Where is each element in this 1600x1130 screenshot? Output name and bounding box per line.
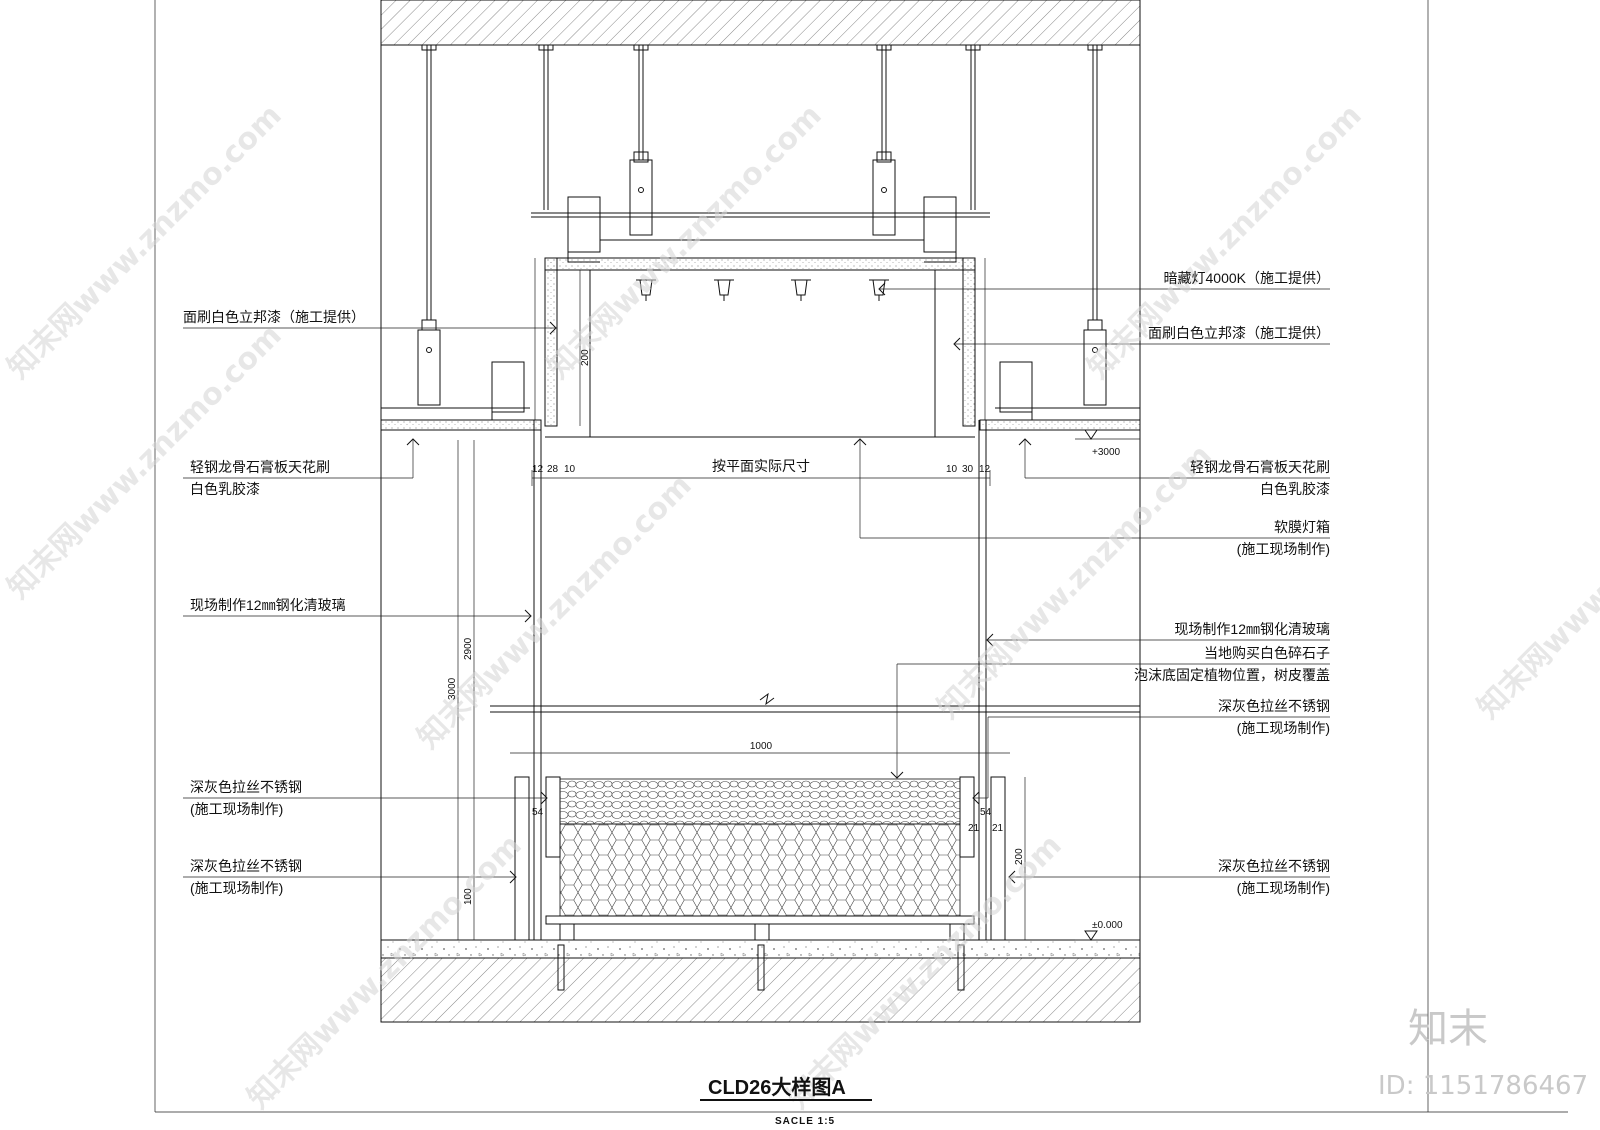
dim-span-text: 按平面实际尺寸	[712, 458, 810, 474]
label-ceiling-left-2: 白色乳胶漆	[190, 481, 260, 497]
ceiling-board-right	[979, 419, 1141, 431]
dim-elev-floor: ±0.000	[1092, 920, 1123, 931]
dimension-lines	[457, 270, 1140, 941]
label-film-box-1: 软膜灯箱	[1274, 519, 1330, 535]
image-id-watermark: ID: 1151786467	[1378, 1071, 1588, 1101]
dim-box-height: 200	[580, 349, 591, 366]
svg-text:知末网www.znzmo.com: 知末网www.znzmo.com	[1081, 98, 1369, 386]
ceiling-board-left	[380, 419, 542, 431]
svg-text:知末网www.znzmo.com: 知末网www.znzmo.com	[541, 98, 829, 386]
dim-left-54: 54	[532, 807, 544, 818]
dim-planter-height: 200	[1014, 848, 1025, 865]
label-steel-left-lower-2: (施工现场制作)	[190, 880, 283, 896]
dim-elev-ceiling: +3000	[1092, 447, 1121, 458]
label-steel-left-upper-1: 深灰色拉丝不锈钢	[190, 779, 302, 795]
label-glass-left: 现场制作12㎜钢化清玻璃	[190, 597, 346, 613]
dim-top-left-10: 10	[564, 464, 576, 475]
dim-height-2900: 2900	[463, 637, 474, 660]
label-steel-right-upper-1: 深灰色拉丝不锈钢	[1218, 698, 1330, 714]
leaders-left	[183, 321, 557, 884]
label-ceiling-left-1: 轻钢龙骨石膏板天花刷	[190, 459, 330, 475]
dim-top-right-30: 30	[962, 464, 974, 475]
glass-panels	[490, 420, 1140, 940]
label-stone-2: 泡沫底固定植物位置，树皮覆盖	[1134, 667, 1330, 683]
label-steel-right-lower-1: 深灰色拉丝不锈钢	[1218, 858, 1330, 874]
dim-top-left-28: 28	[547, 464, 559, 475]
drawing-title: CLD26大样图A	[708, 1075, 846, 1099]
label-paint-white-right: 面刷白色立邦漆（施工提供）	[1148, 325, 1330, 341]
floor-anchors	[557, 944, 965, 991]
floor-screed	[380, 939, 1141, 959]
foam-layer	[559, 823, 961, 917]
dim-planter-width: 1000	[750, 741, 773, 752]
hanger-rods	[421, 44, 1103, 320]
pebble-layer	[559, 778, 961, 825]
label-ceiling-right-2: 白色乳胶漆	[1260, 481, 1330, 497]
light-box	[534, 257, 986, 437]
label-ceiling-right-1: 轻钢龙骨石膏板天花刷	[1190, 459, 1330, 475]
label-steel-right-upper-2: (施工现场制作)	[1237, 720, 1330, 736]
led-fixtures	[636, 279, 889, 301]
label-steel-left-lower-1: 深灰色拉丝不锈钢	[190, 858, 302, 874]
planter	[514, 776, 1006, 941]
dim-top-left-12: 12	[532, 464, 544, 475]
dim-base-100: 100	[463, 888, 474, 905]
dim-height-3000: 3000	[447, 677, 458, 700]
dim-right-54: 54	[980, 807, 992, 818]
label-hidden-light: 暗藏灯4000K（施工提供）	[1164, 270, 1330, 286]
hanger-clips	[417, 151, 1107, 406]
dim-right-21a: 21	[968, 823, 980, 834]
svg-text:知末网www.znzmo.com: 知末网www.znzmo.com	[1471, 438, 1600, 726]
brand-logo-watermark: 知末	[1408, 1006, 1488, 1052]
label-film-box-2: (施工现场制作)	[1237, 541, 1330, 557]
label-steel-left-upper-2: (施工现场制作)	[190, 801, 283, 817]
label-stone-1: 当地购买白色碎石子	[1204, 645, 1330, 661]
label-glass-right: 现场制作12㎜钢化清玻璃	[1174, 621, 1330, 637]
channel-brackets	[491, 196, 1033, 421]
label-steel-right-lower-2: (施工现场制作)	[1237, 880, 1330, 896]
label-paint-white-left: 面刷白色立邦漆（施工提供）	[183, 309, 365, 325]
svg-text:知末网www.znzmo.com: 知末网www.znzmo.com	[411, 468, 699, 756]
top-slab	[380, 0, 1141, 46]
drawing-scale: SACLE 1:5	[775, 1116, 835, 1127]
dim-top-right-12: 12	[979, 464, 991, 475]
dim-right-21b: 21	[992, 823, 1004, 834]
leaders-right	[853, 282, 1330, 884]
dim-top-right-10: 10	[946, 464, 958, 475]
